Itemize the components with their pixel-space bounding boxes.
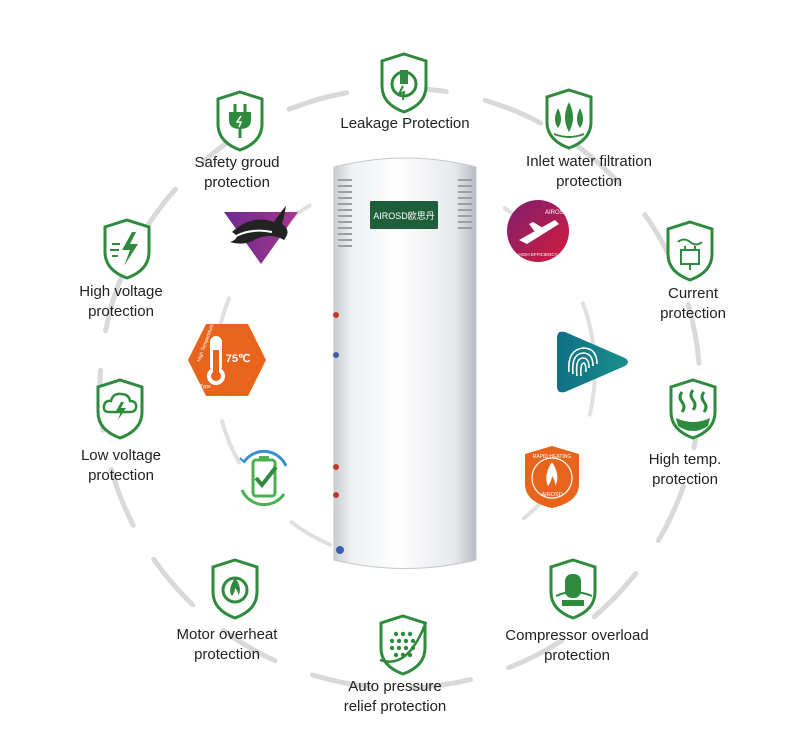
fingerprint-text: LCD MODE: [607, 376, 628, 381]
flame-icon: AIROSD RAPID HEATING: [525, 446, 579, 508]
circuit-icon: [666, 220, 714, 282]
brand-logo-panel: [370, 201, 438, 229]
temp-sub-text: Type: [200, 384, 211, 390]
heat-waves-icon: [669, 378, 717, 440]
ground-plug-icon: [216, 90, 264, 152]
efficiency-logo-text: AIROSD: [545, 210, 569, 216]
rapid-ring-text: RAPID HEATING: [533, 454, 572, 460]
high-voltage-icon: [103, 218, 151, 280]
label-leakage: Leakage Protection: [340, 115, 470, 132]
battery-check-icon: [239, 449, 288, 507]
temp-value: 75℃: [226, 353, 251, 365]
dolphin-icon: [224, 206, 298, 264]
brand-logo-text: AIROSD欧思丹: [373, 210, 435, 221]
rapid-logo-text: AIROSD: [541, 492, 562, 498]
fingerprint-icon: LCD MODE: [557, 331, 628, 393]
leakage-plug-icon: [380, 52, 428, 114]
label-hightemp: High temp.protection: [648, 451, 722, 488]
water-drops-icon: [545, 88, 593, 150]
efficiency-ring-text: HIGH EFFICIENCY: [518, 252, 557, 257]
thermometer-icon: 75℃ High Temperature Type: [188, 323, 266, 396]
airplane-icon: AIROSD HIGH EFFICIENCY: [507, 200, 569, 262]
compressor-icon: [549, 558, 597, 620]
heat-pump-water-heater: AIROSD欧思丹: [333, 157, 477, 569]
pressure-valve-icon: [379, 614, 428, 676]
motor-flame-icon: [211, 558, 259, 620]
low-voltage-cloud-icon: [96, 378, 144, 440]
